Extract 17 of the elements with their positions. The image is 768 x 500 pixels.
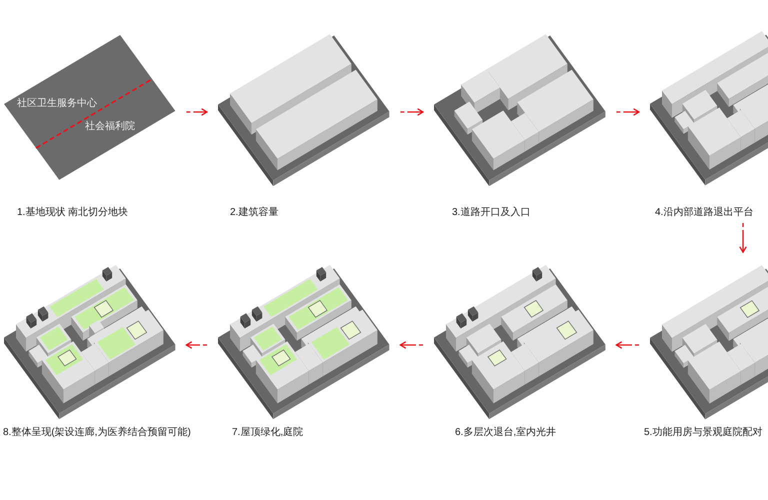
step-caption: 1.基地现状 南北切分地块: [17, 207, 128, 219]
step-caption: 4.沿内部道路退出平台: [655, 206, 754, 219]
dashed-arrow: [739, 223, 747, 253]
dashed-arrow: [186, 108, 208, 116]
zone-label: 社会福利院: [85, 122, 135, 132]
step-caption: 3.道路开口及入口: [452, 207, 530, 219]
dashed-arrow: [186, 341, 207, 349]
dashed-arrow: [616, 341, 639, 349]
step-caption: 5.功能用房与景观庭院配对: [644, 426, 762, 439]
step-caption: 8.整体呈现(架设连廊,为医养结合预留可能): [3, 426, 191, 439]
dashed-arrow: [400, 108, 424, 116]
dashed-arrow: [616, 108, 640, 116]
step-caption: 2.建筑容量: [230, 207, 278, 219]
step-caption: 6.多层次退台,室内光井: [455, 426, 556, 439]
dashed-arrow: [400, 341, 423, 349]
zone-label: 社区卫生服务中心: [17, 99, 97, 109]
step-caption: 7.屋顶绿化,庭院: [232, 426, 304, 439]
